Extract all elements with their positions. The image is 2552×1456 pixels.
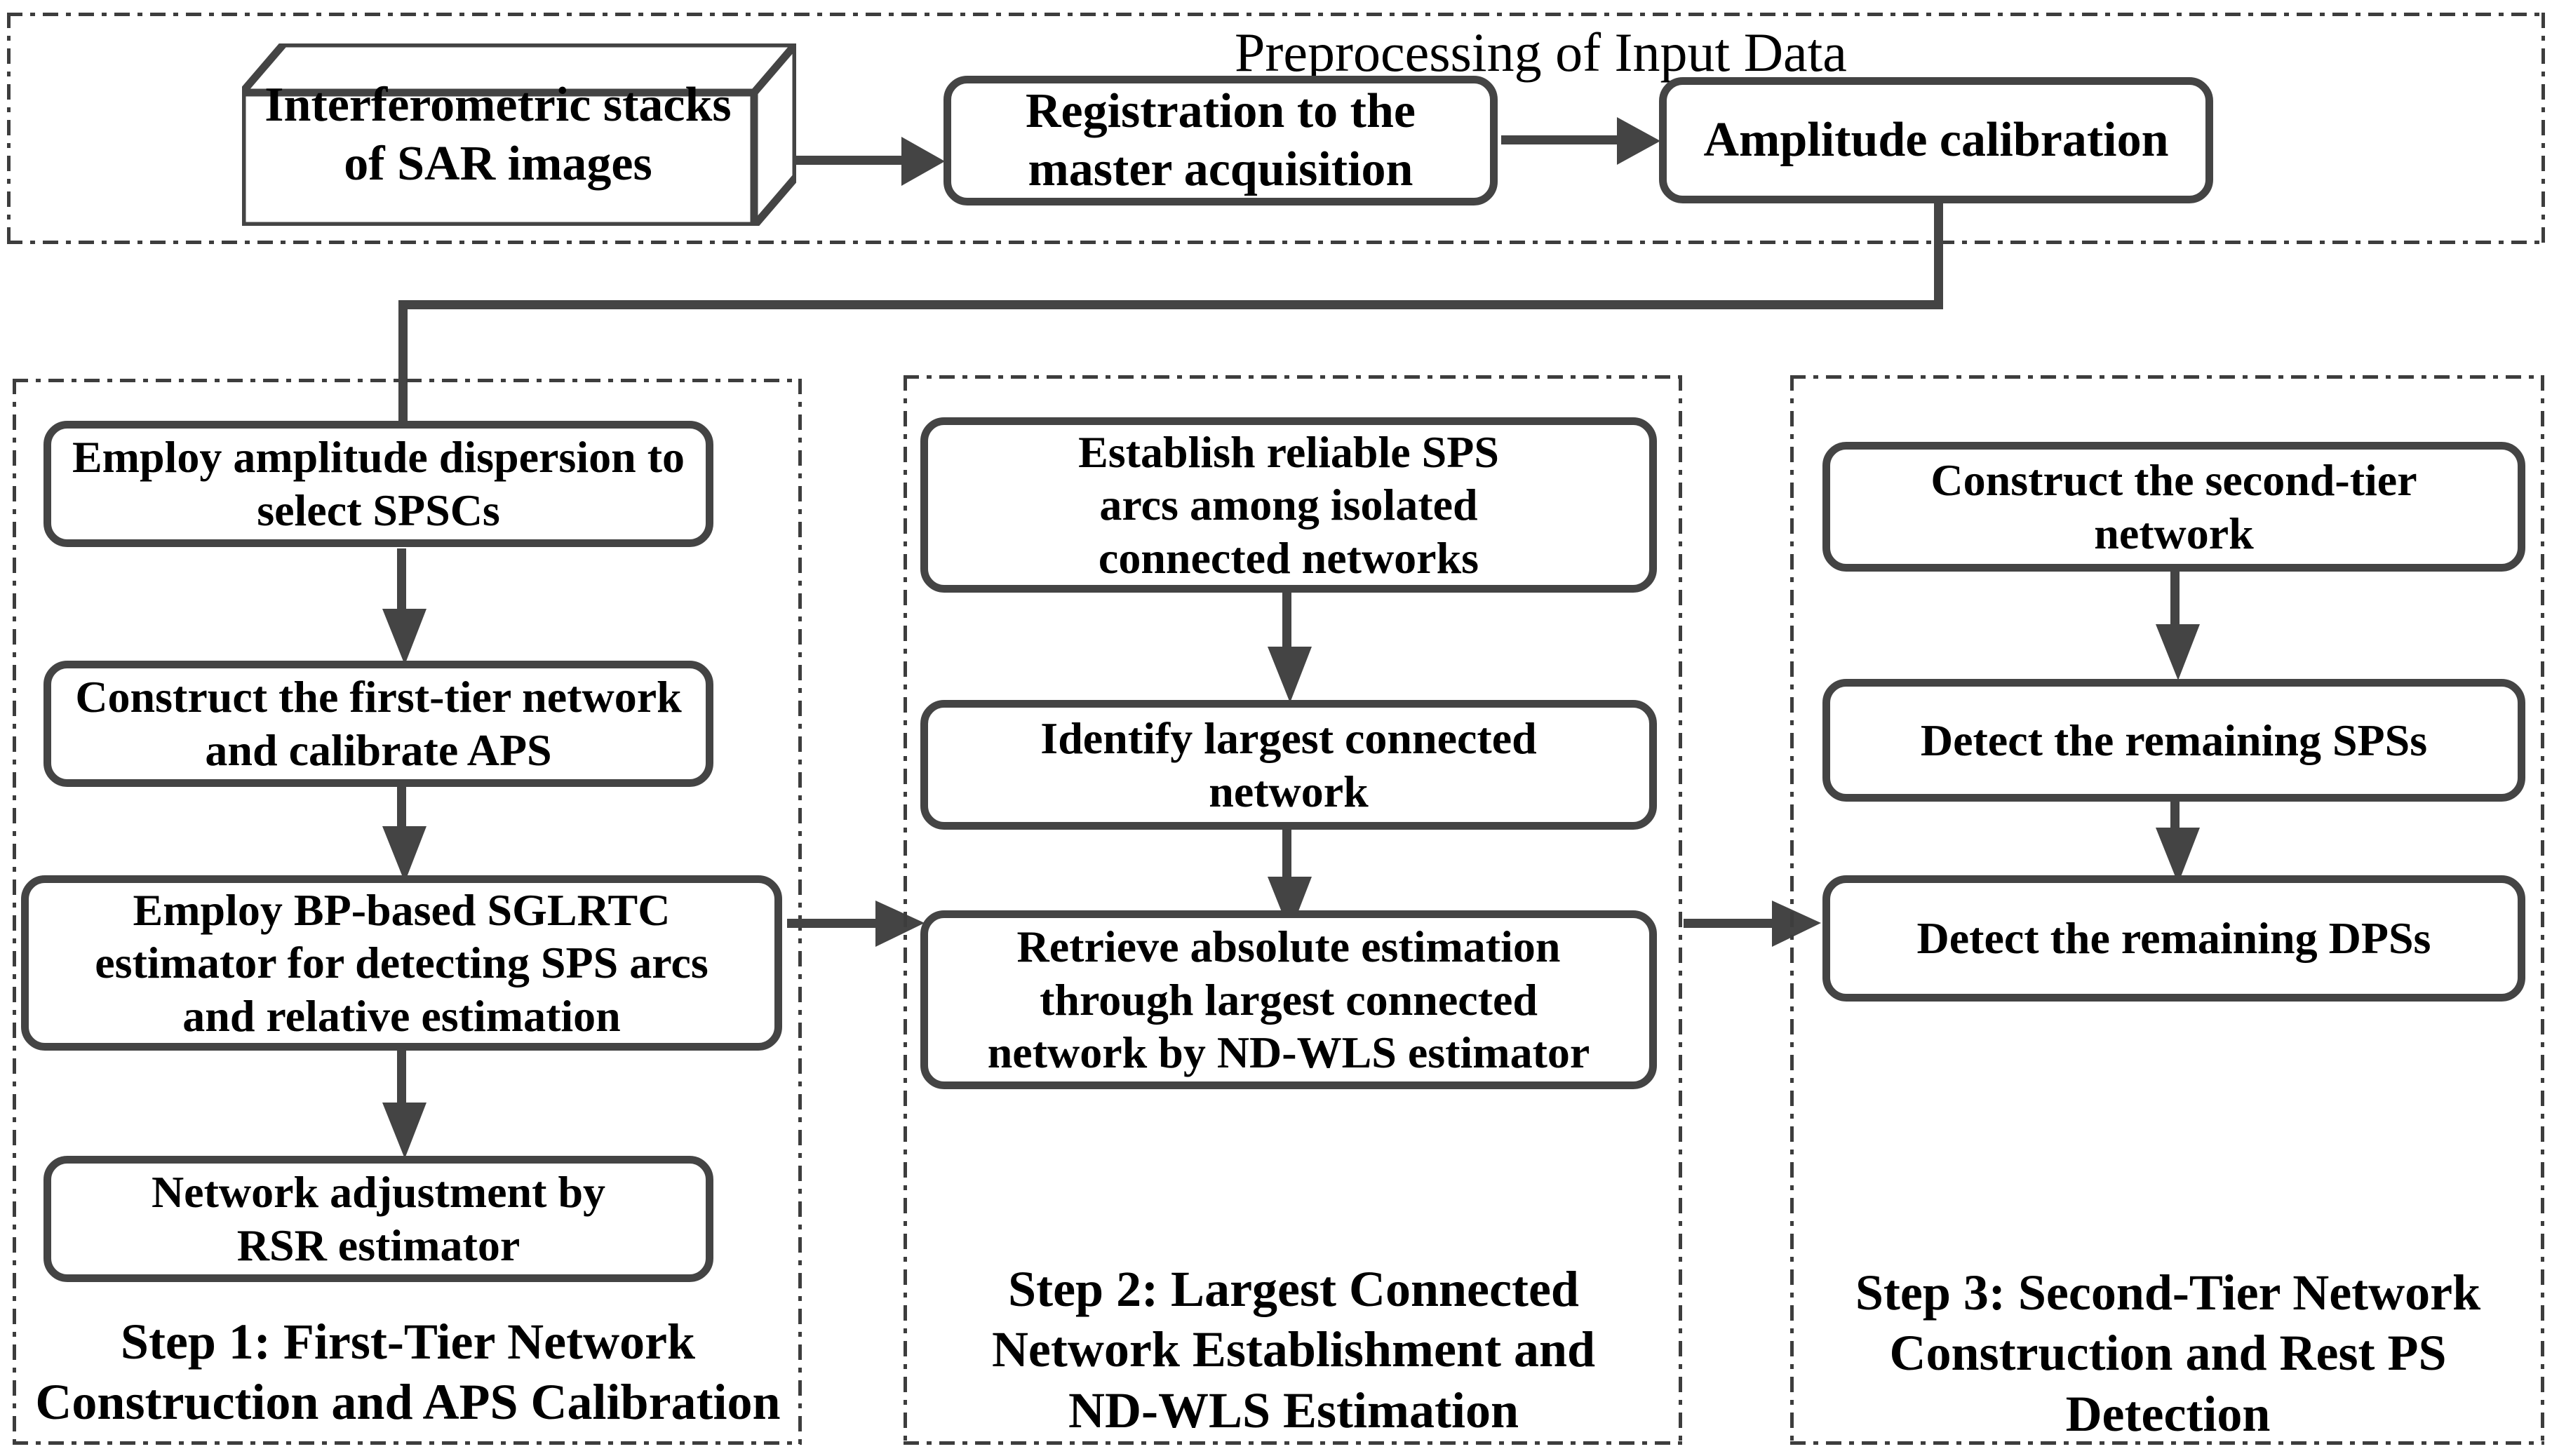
node-amplitude-calibration: Amplitude calibration: [1659, 77, 2213, 203]
node-first-tier-network: Construct the first-tier network and cal…: [43, 661, 713, 787]
connector-spscs-to-first-tier-arrowhead: [382, 609, 427, 665]
cube-3d-shading: [242, 43, 796, 226]
node-select-spscs: Employ amplitude dispersion to select SP…: [43, 421, 713, 547]
node-detect-remaining-dpss: Detect the remaining DPSs: [1822, 875, 2525, 1002]
connector-sglrtc-to-adjustment-arrowhead: [382, 1103, 427, 1159]
connector-identify-to-retrieve-arrowhead: [1268, 877, 1312, 933]
node-registration: Registration to the master acquisition: [943, 76, 1498, 205]
connector-registration-to-amplitude-line: [1501, 135, 1631, 144]
connector-step1-to-step2-arrowhead: [875, 901, 925, 947]
connector-amplitude-to-step1-h: [398, 300, 1943, 309]
connector-sar-to-registration-line: [765, 156, 908, 165]
connector-step1-to-step2-line: [787, 919, 885, 928]
node-sar-stacks-label: Interferometric stacks of SAR images: [264, 77, 732, 191]
node-identify-largest-network: Identify largest connected network: [920, 700, 1657, 830]
node-establish-sps-arcs: Establish reliable SPS arcs among isolat…: [920, 417, 1657, 593]
connector-registration-to-amplitude-arrowhead: [1617, 117, 1660, 165]
caption-step-3: Step 3: Second-Tier Network Construction…: [1855, 1265, 2481, 1442]
panel-preprocessing-title: Preprocessing of Input Data: [1235, 22, 1847, 83]
connector-establish-to-identify-arrowhead: [1268, 647, 1312, 703]
connector-first-tier-to-sglrtc-arrowhead: [382, 826, 427, 882]
connector-sar-to-registration-arrowhead: [901, 137, 945, 186]
node-sglrtc-estimator: Employ BP-based SGLRTC estimator for det…: [21, 875, 782, 1051]
caption-step-2: Step 2: Largest Connected Network Establ…: [991, 1261, 1596, 1438]
connector-spscs-to-first-tier-line: [397, 548, 406, 627]
connector-amplitude-to-step1-v1: [1934, 200, 1943, 309]
connector-second-tier-to-spss-arrowhead: [2156, 624, 2200, 680]
connector-step2-to-step3-line: [1684, 919, 1782, 928]
node-detect-remaining-spss: Detect the remaining SPSs: [1822, 679, 2525, 802]
connector-spss-to-dpss-arrowhead: [2156, 828, 2200, 884]
node-network-adjustment: Network adjustment by RSR estimator: [43, 1156, 713, 1282]
caption-step-1: Step 1: First-Tier Network Construction …: [35, 1314, 781, 1431]
node-construct-second-tier: Construct the second-tier network: [1822, 442, 2525, 572]
node-sar-stacks: Interferometric stacks of SAR images: [242, 43, 796, 226]
node-retrieve-absolute-estimation: Retrieve absolute estimation through lar…: [920, 910, 1657, 1089]
